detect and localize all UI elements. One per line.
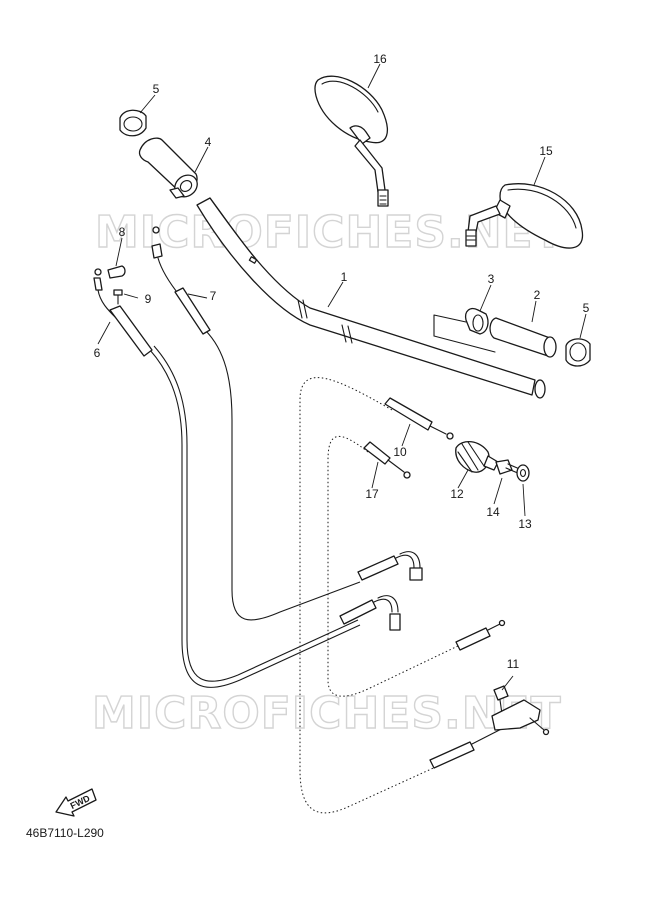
grip[interactable] [489,317,557,358]
washer[interactable] [516,464,530,482]
collar[interactable] [464,307,489,335]
alignment-line [433,314,496,353]
throttle-cable-2-end[interactable] [363,441,411,479]
callout-8[interactable]: 8 [119,225,126,239]
callout-10[interactable]: 10 [393,445,407,459]
mirror-left[interactable] [465,183,584,249]
callout-17[interactable]: 17 [365,487,379,501]
throttle-cable-1-end[interactable] [384,397,454,440]
callout-12[interactable]: 12 [450,487,464,501]
bolt-bracket[interactable] [491,685,550,736]
lower-cable-ends [339,551,516,769]
watermark-bottom: MICROFICHES.NET [92,688,562,739]
callout-14[interactable]: 14 [486,505,500,519]
callouts: 1 2 3 4 5 5 6 7 8 9 10 11 12 13 14 15 16… [94,52,590,671]
callout-7[interactable]: 7 [210,289,217,303]
drawing-code: 46B7110-L290 [26,826,104,840]
grip-end-right[interactable] [565,338,591,367]
callout-9[interactable]: 9 [145,292,152,306]
cable-routing [149,329,461,814]
callout-11[interactable]: 11 [507,657,520,671]
callout-13[interactable]: 13 [518,517,532,531]
callout-3[interactable]: 3 [488,272,495,286]
handlebar[interactable] [196,197,546,399]
grip-end-left[interactable] [119,109,147,137]
callout-2[interactable]: 2 [534,288,541,302]
mirror-right[interactable] [314,75,389,207]
clutch-cable-end[interactable] [93,268,153,357]
callout-6[interactable]: 6 [94,346,101,360]
clip[interactable] [107,265,126,279]
callout-5-top[interactable]: 5 [153,82,160,96]
leader-lines [97,63,587,691]
callout-5-right[interactable]: 5 [583,301,590,315]
throttle-grip[interactable] [138,137,201,201]
screw-9[interactable] [113,289,123,305]
choke-cable-end[interactable] [151,226,211,335]
callout-4[interactable]: 4 [205,135,212,149]
callout-16[interactable]: 16 [373,52,387,66]
callout-15[interactable]: 15 [539,144,553,158]
forward-arrow-icon: FWD [55,788,97,817]
cable-guide[interactable] [455,441,499,473]
callout-1[interactable]: 1 [341,270,348,284]
